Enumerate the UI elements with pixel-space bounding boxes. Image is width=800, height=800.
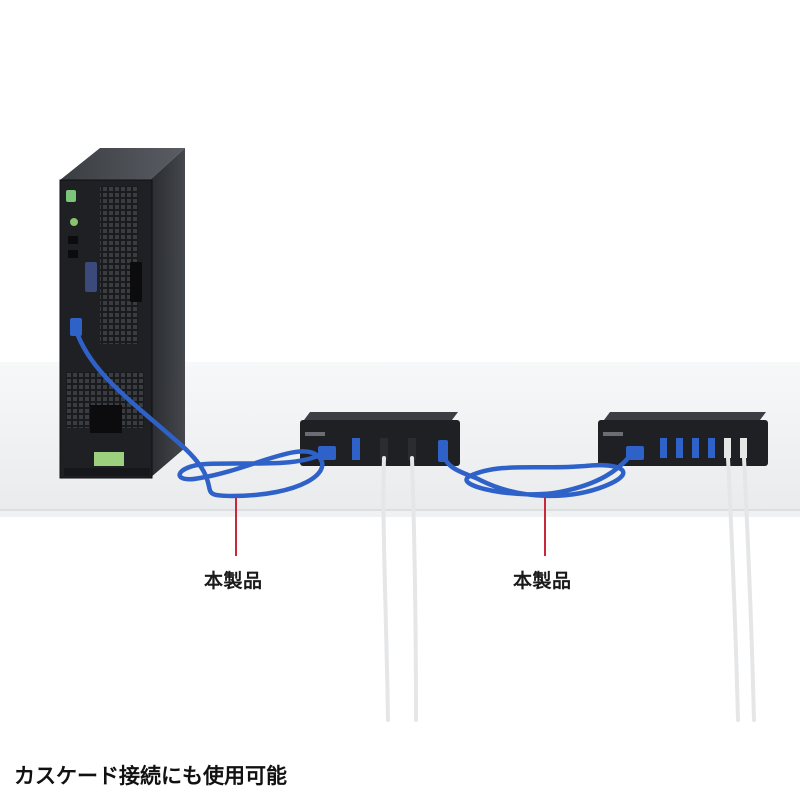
- white-cables: [381, 456, 756, 722]
- callout-label-left: 本製品: [204, 570, 263, 592]
- callout-label-right: 本製品: [513, 570, 572, 592]
- usb-hub-left: [300, 412, 460, 466]
- usb-cable-1: [73, 327, 329, 499]
- caption: カスケード接続にも使用可能: [14, 764, 287, 788]
- usb-hub-right: [598, 412, 768, 466]
- desktop-pc-tower: [59, 148, 185, 479]
- usb-cable-2: [441, 445, 633, 499]
